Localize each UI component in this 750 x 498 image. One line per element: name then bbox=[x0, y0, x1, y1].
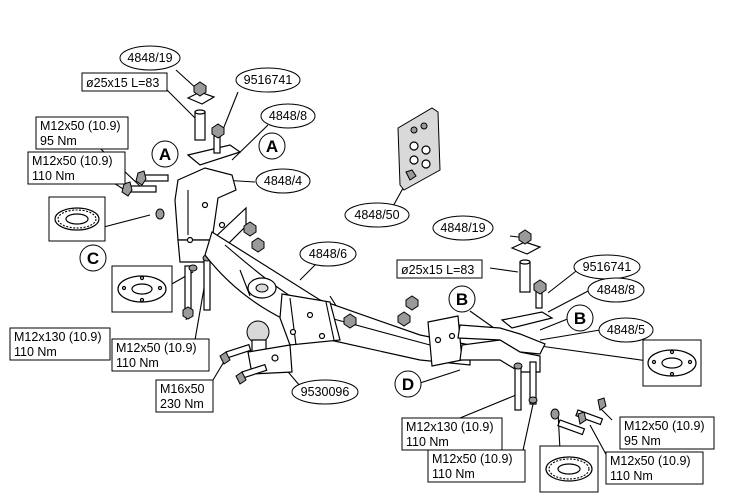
washer-detail-right-serrated bbox=[539, 445, 599, 493]
spec-box: M12x130 (10.9) 110 Nm bbox=[9, 327, 111, 361]
spec-line: 95 Nm bbox=[40, 134, 77, 148]
letter-marker: A bbox=[151, 140, 179, 168]
spec-line: 110 Nm bbox=[32, 169, 75, 183]
spec-box: M12x50 (10.9) 110 Nm bbox=[605, 451, 704, 485]
callout-text: 9516741 bbox=[244, 73, 293, 87]
spec-line: ø25x15 L=83 bbox=[86, 76, 159, 90]
letter-marker: A bbox=[258, 132, 286, 160]
spec-line: M12x50 (10.9) bbox=[432, 452, 513, 466]
letter-marker: C bbox=[79, 244, 107, 272]
spec-line: 230 Nm bbox=[160, 397, 204, 411]
callout-text: 4848/8 bbox=[269, 109, 307, 123]
spec-box: ø25x15 L=83 bbox=[81, 72, 168, 92]
letter-text: D bbox=[402, 375, 414, 394]
callout-text: 4848/50 bbox=[354, 208, 399, 222]
letter-marker: D bbox=[394, 370, 422, 398]
spec-line: M12x50 (10.9) bbox=[40, 119, 121, 133]
callout-oval: 4848/8 bbox=[260, 103, 316, 129]
spec-line: 110 Nm bbox=[432, 467, 475, 481]
callout-oval: 4848/6 bbox=[299, 241, 357, 267]
spec-line: M12x130 (10.9) bbox=[14, 330, 102, 344]
spec-line: ø25x15 L=83 bbox=[401, 263, 474, 277]
letter-marker: B bbox=[448, 285, 476, 313]
letter-text: A bbox=[266, 137, 278, 156]
spec-box: M12x50 (10.9) 110 Nm bbox=[27, 151, 126, 185]
callout-text: 4848/19 bbox=[127, 51, 172, 65]
left-side-bracket bbox=[121, 81, 265, 320]
spec-line: M12x130 (10.9) bbox=[406, 420, 494, 434]
part-number-callouts: 4848/19 9516741 4848/8 4848/4 4848/6 484… bbox=[119, 45, 654, 405]
callout-oval: 4848/5 bbox=[598, 317, 654, 343]
callout-oval: 9516741 bbox=[235, 67, 301, 93]
spec-line: M16x50 bbox=[160, 382, 205, 396]
callout-text: 9516741 bbox=[583, 260, 632, 274]
letter-text: B bbox=[456, 290, 468, 309]
spec-box: ø25x15 L=83 bbox=[396, 259, 483, 279]
spec-line: 110 Nm bbox=[610, 469, 653, 483]
callout-oval: 9516741 bbox=[573, 254, 641, 280]
spec-box: M12x50 (10.9) 110 Nm bbox=[111, 338, 210, 372]
callout-oval: 4848/50 bbox=[344, 202, 410, 228]
spec-line: 110 Nm bbox=[406, 435, 449, 449]
spec-line: 110 Nm bbox=[116, 356, 159, 370]
spec-box: M16x50 230 Nm bbox=[155, 379, 214, 413]
spec-line: M12x50 (10.9) bbox=[116, 341, 197, 355]
washer-detail-left-flat bbox=[111, 265, 173, 313]
callout-text: 4848/5 bbox=[607, 323, 645, 337]
letter-text: C bbox=[87, 249, 99, 268]
callout-oval: 9530096 bbox=[291, 379, 359, 405]
callout-text: 4848/6 bbox=[309, 247, 347, 261]
callout-oval: 4848/19 bbox=[119, 45, 181, 71]
spec-box: M12x50 (10.9) 110 Nm bbox=[427, 449, 526, 483]
letter-text: B bbox=[574, 309, 586, 328]
spec-box: M12x50 (10.9) 95 Nm bbox=[35, 116, 129, 150]
spec-box: M12x130 (10.9) 110 Nm bbox=[401, 417, 503, 451]
spec-line: M12x50 (10.9) bbox=[32, 154, 113, 168]
socket-plate bbox=[397, 107, 441, 191]
washer-detail-right-flat bbox=[642, 339, 702, 387]
spec-callouts: ø25x15 L=83 M12x50 (10.9) 95 Nm M12x50 (… bbox=[9, 72, 715, 485]
right-side-bracket bbox=[427, 229, 607, 436]
letter-markers: A A C B B D bbox=[79, 132, 594, 398]
callout-text: 4848/4 bbox=[264, 174, 302, 188]
callout-oval: 4848/4 bbox=[255, 168, 311, 194]
spec-box: M12x50 (10.9) 95 Nm bbox=[619, 416, 715, 450]
spec-line: 110 Nm bbox=[14, 345, 57, 359]
washer-detail-left-serrated bbox=[48, 196, 106, 242]
callout-text: 9530096 bbox=[301, 385, 350, 399]
callout-oval: 4848/19 bbox=[432, 215, 494, 241]
spec-line: 95 Nm bbox=[624, 434, 661, 448]
letter-text: A bbox=[159, 145, 171, 164]
callout-text: 4848/19 bbox=[440, 221, 485, 235]
letter-marker: B bbox=[566, 304, 594, 332]
spec-line: M12x50 (10.9) bbox=[610, 454, 691, 468]
callout-text: 4848/8 bbox=[597, 283, 635, 297]
spec-line: M12x50 (10.9) bbox=[624, 419, 705, 433]
tow-ball bbox=[219, 320, 293, 385]
main-cross-beam bbox=[204, 231, 471, 366]
callout-oval: 4848/8 bbox=[587, 277, 645, 303]
